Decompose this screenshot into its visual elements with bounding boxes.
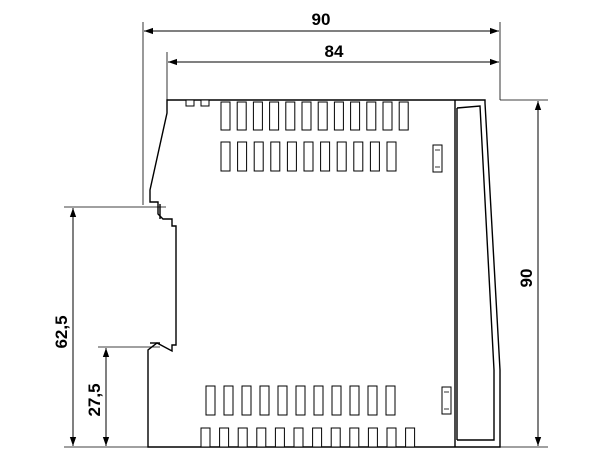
vent-slot bbox=[317, 101, 328, 131]
housing-outline bbox=[147, 99, 501, 448]
vent-slot bbox=[349, 427, 360, 448]
vent-slot bbox=[293, 427, 304, 448]
vent-slot bbox=[274, 427, 285, 448]
dimension-width-overall: 90 bbox=[142, 10, 501, 205]
vent-slot bbox=[220, 101, 231, 131]
dimension-height-rail-top: 62,5 bbox=[52, 206, 166, 448]
vent-slot bbox=[330, 427, 341, 448]
ventilation-slots bbox=[200, 101, 416, 448]
vent-slot bbox=[349, 385, 360, 416]
vent-slot bbox=[333, 101, 344, 131]
vent-slot bbox=[386, 427, 397, 448]
vent-slot bbox=[285, 101, 296, 131]
vent-slot bbox=[367, 427, 378, 448]
vent-slot bbox=[270, 141, 281, 172]
din-rail-clip bbox=[150, 204, 161, 344]
vent-slot bbox=[312, 427, 323, 448]
dimension-label: 84 bbox=[325, 42, 344, 61]
vent-slot bbox=[259, 385, 270, 416]
vent-slot bbox=[303, 141, 314, 172]
latch-body bbox=[432, 144, 443, 173]
vent-slot bbox=[313, 385, 324, 416]
vent-slot bbox=[295, 385, 306, 416]
latch-bottom bbox=[441, 386, 452, 415]
top-notch bbox=[185, 99, 195, 107]
dimension-label: 90 bbox=[517, 269, 536, 288]
vent-slot bbox=[398, 101, 409, 131]
vent-slot bbox=[331, 385, 342, 416]
vent-slot bbox=[367, 385, 378, 416]
vent-slot bbox=[205, 385, 216, 416]
vent-slot bbox=[241, 385, 252, 416]
dimension-label: 27,5 bbox=[85, 383, 104, 416]
vent-slot bbox=[223, 385, 234, 416]
dimension-height-rail-bottom: 27,5 bbox=[85, 346, 160, 446]
vent-slot bbox=[269, 101, 280, 131]
vent-slot bbox=[405, 427, 416, 448]
vent-slot bbox=[301, 101, 312, 131]
vent-slot bbox=[369, 141, 380, 172]
housing-contour bbox=[147, 99, 501, 448]
vent-slot bbox=[350, 101, 361, 131]
vent-slot bbox=[219, 427, 230, 448]
vent-slot bbox=[256, 427, 267, 448]
dimension-label: 90 bbox=[312, 10, 331, 29]
top-notch bbox=[200, 99, 210, 107]
dimension-height-overall: 90 bbox=[455, 99, 548, 448]
vent-slot bbox=[353, 141, 364, 172]
vent-slot bbox=[252, 101, 263, 131]
vent-slot bbox=[277, 385, 288, 416]
vent-slot bbox=[237, 141, 248, 172]
dimension-width-body: 84 bbox=[166, 42, 499, 100]
vent-slot bbox=[237, 427, 248, 448]
vent-slot bbox=[286, 141, 297, 172]
dimension-label: 62,5 bbox=[52, 315, 71, 348]
vent-slot bbox=[382, 101, 393, 131]
vent-slot bbox=[386, 141, 397, 172]
vent-slot bbox=[336, 141, 347, 172]
vent-slot bbox=[320, 141, 331, 172]
latch-body bbox=[441, 386, 452, 415]
vent-slot bbox=[253, 141, 264, 172]
vent-slot bbox=[366, 101, 377, 131]
vent-slot bbox=[385, 385, 396, 416]
vent-slot bbox=[236, 101, 247, 131]
vent-slot bbox=[220, 141, 231, 172]
vent-slot bbox=[200, 427, 211, 448]
front-cover-panel bbox=[456, 105, 495, 441]
latch-top bbox=[432, 144, 443, 173]
